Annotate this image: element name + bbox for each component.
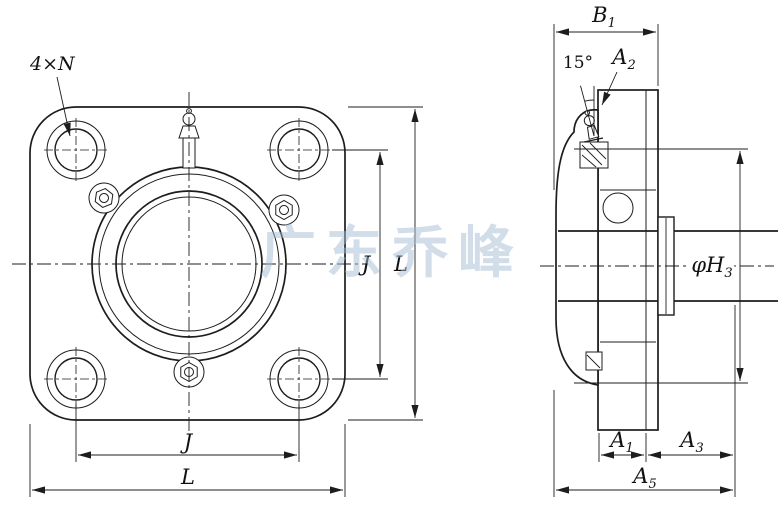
flange-plate <box>597 89 659 431</box>
dim-label-l-vertical: L <box>393 252 408 276</box>
angle-label: 15° <box>563 53 593 73</box>
bearing-ball <box>602 192 634 224</box>
grease-fitting-base <box>583 137 604 143</box>
grease-fitting-body <box>178 125 200 139</box>
dim-label-l-horizontal: L <box>180 465 195 489</box>
hole-centermarks <box>44 118 331 411</box>
dim-label-a1: A1 <box>608 428 633 456</box>
dim-label-b1: B1 <box>591 3 616 31</box>
dim-l-vertical <box>348 106 423 421</box>
bearing-section-details <box>579 141 656 371</box>
watermark: 广东乔峰 <box>260 221 524 286</box>
dim-l-horizontal <box>29 424 346 497</box>
housing-profile <box>555 108 599 386</box>
dim-label-h3: φH3 <box>691 253 732 281</box>
label-bolt-pattern: 4×N <box>29 53 76 75</box>
angle-indicator <box>580 85 595 137</box>
front-centerlines <box>12 92 368 434</box>
dim-label-a5: A5 <box>631 464 656 492</box>
dim-h3 <box>574 148 748 384</box>
side-view: B1 15° A2 φH3 A1 A3 A5 <box>540 3 778 497</box>
dim-a1 <box>598 433 647 462</box>
leader-bolt-pattern <box>56 76 71 137</box>
dim-label-a2: A2 <box>610 45 635 73</box>
front-view: 4×N J L J L <box>12 53 423 497</box>
dim-label-a3: A3 <box>678 428 703 456</box>
dim-b1 <box>553 24 659 190</box>
leader-a2 <box>601 71 618 106</box>
dim-a5 <box>553 390 733 497</box>
dim-a3 <box>648 305 736 497</box>
dim-label-j-vertical: J <box>358 252 372 276</box>
grease-boss-section <box>579 141 609 169</box>
dim-j-horizontal <box>75 404 300 462</box>
dim-label-j-horizontal: J <box>180 430 194 454</box>
dim-j-vertical <box>332 149 388 380</box>
